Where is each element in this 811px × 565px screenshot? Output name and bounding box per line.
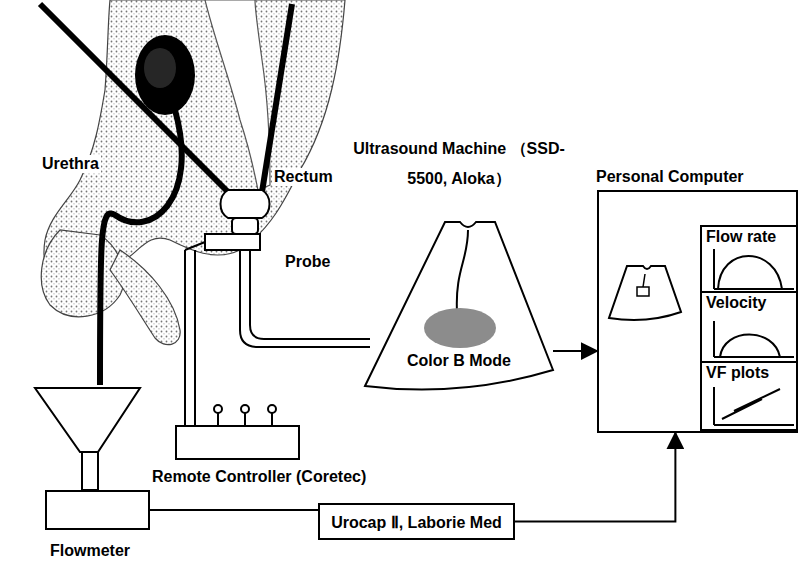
probe-cable bbox=[250, 250, 370, 339]
chart-panel: VF plots bbox=[700, 361, 798, 431]
probe-cable bbox=[240, 250, 370, 347]
computer-box: Personal ComputerFlow rateVelocityVF plo… bbox=[597, 190, 798, 433]
node-text: Urocap Ⅱ, Laborie Med bbox=[320, 513, 513, 532]
node-text: Flow rate bbox=[706, 228, 776, 246]
connector bbox=[553, 350, 597, 352]
velocity-curve bbox=[714, 321, 794, 357]
ultrasound-sector bbox=[365, 222, 553, 390]
connector bbox=[515, 433, 675, 522]
node-text: Flowmeter bbox=[50, 542, 130, 560]
support-rod bbox=[184, 250, 186, 425]
flow-curve bbox=[714, 249, 794, 289]
urocap-box: Urocap Ⅱ, Laborie Med bbox=[318, 503, 515, 540]
needle-line bbox=[643, 274, 645, 287]
probe-tip bbox=[221, 190, 270, 218]
sector-line bbox=[40, 4, 228, 192]
bladder-highlight bbox=[144, 48, 176, 88]
sector-line bbox=[262, 4, 292, 192]
node-text: Ultrasound Machine （SSD-5500, Aloka） bbox=[340, 134, 578, 194]
probe-mount bbox=[205, 234, 260, 250]
support-rod bbox=[185, 242, 205, 250]
node-text: Color B Mode bbox=[365, 352, 553, 370]
part-label: Urethra bbox=[40, 155, 101, 173]
remote-controller: Remote Controller (Coretec) bbox=[175, 425, 300, 460]
sector-icon bbox=[609, 266, 681, 320]
part-label: Rectum bbox=[272, 168, 335, 186]
probe-body bbox=[232, 218, 258, 234]
urethra-image bbox=[424, 308, 496, 348]
chart-panel: Flow rate bbox=[700, 225, 798, 293]
node-text: Personal Computer bbox=[596, 168, 744, 186]
controller-knobs bbox=[214, 405, 276, 425]
support-rod bbox=[194, 250, 196, 425]
ultrasound-machine: Ultrasound Machine （SSD-5500, Aloka）Colo… bbox=[365, 220, 553, 388]
connector bbox=[150, 509, 318, 511]
node-text: VF plots bbox=[706, 364, 769, 382]
roi-icon bbox=[637, 287, 649, 296]
node-text: Velocity bbox=[706, 294, 766, 312]
flowmeter-box: Flowmeter bbox=[45, 490, 150, 530]
funnel bbox=[35, 388, 140, 490]
urethra-line bbox=[100, 110, 182, 385]
chart-panel: Velocity bbox=[700, 291, 798, 363]
vf-plot bbox=[714, 387, 794, 425]
bladder bbox=[135, 35, 195, 115]
needle-line bbox=[457, 230, 468, 312]
node-text: Remote Controller (Coretec) bbox=[152, 468, 366, 486]
part-label: Probe bbox=[283, 253, 332, 271]
